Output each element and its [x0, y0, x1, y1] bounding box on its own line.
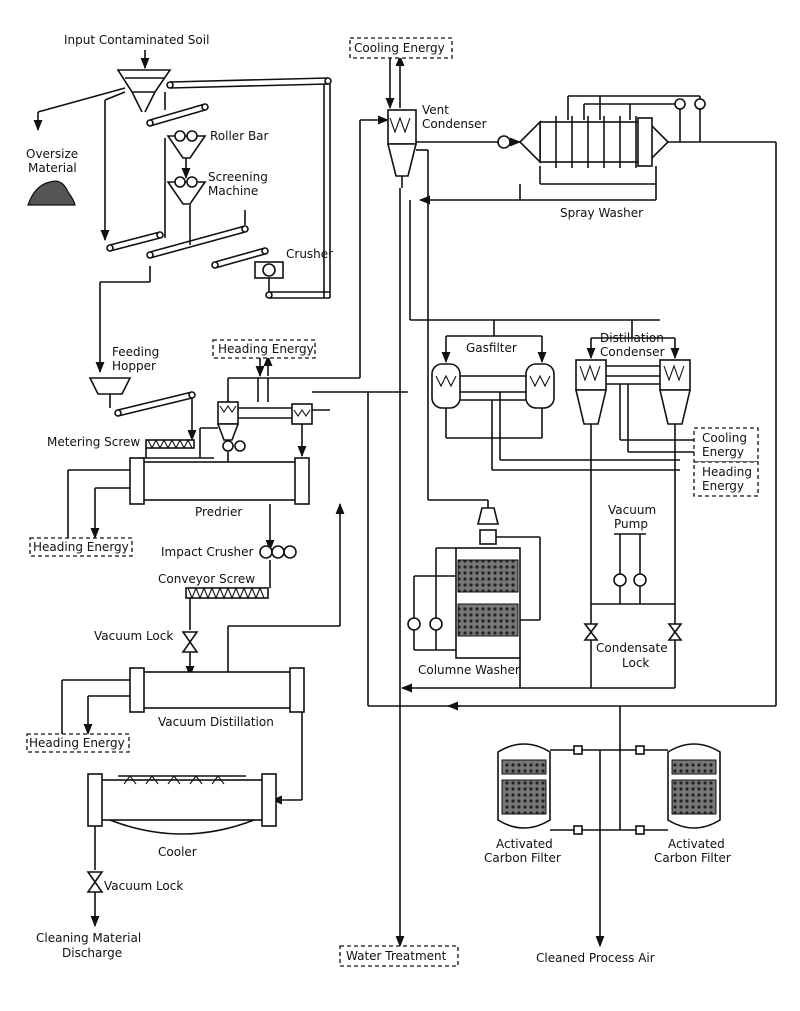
heading-energy-right-box — [693, 461, 759, 497]
water-treatment-box — [339, 945, 459, 967]
predrier-heating-lines — [67, 469, 130, 540]
label-cooling-energy-r1: Cooling — [702, 431, 747, 445]
gasfilter-piping — [441, 335, 680, 471]
conveyor-to-roller — [146, 92, 209, 127]
label-vent: Vent — [422, 103, 449, 117]
label-dist-condenser: Condenser — [600, 345, 665, 359]
label-crusher: Crusher — [286, 247, 333, 261]
predrier-condenser — [291, 403, 313, 425]
vacuum-pump — [591, 533, 675, 605]
label-carbon-filter-left: Carbon Filter — [484, 851, 561, 865]
label-predrier: Predrier — [195, 505, 242, 519]
vent-cooling-lines — [385, 54, 405, 110]
vd-vapour-line — [227, 502, 345, 672]
vd-to-cooler — [270, 712, 303, 805]
heading-energy-top-box — [212, 339, 316, 359]
label-distillation: Distillation — [600, 331, 664, 345]
cooling-energy-right-box — [693, 427, 759, 463]
label-activated-right: Activated — [668, 837, 725, 851]
carbon-filter-piping — [550, 745, 668, 835]
dist-condenser-left — [574, 359, 608, 425]
dist-condenser-piping — [586, 337, 694, 630]
air-main-line — [367, 392, 776, 948]
label-machine: Machine — [208, 184, 258, 198]
vent-condenser — [386, 109, 418, 188]
predrier-piping — [199, 115, 408, 458]
oversize-pile — [27, 180, 76, 206]
feeding-hopper — [88, 377, 132, 408]
label-spray-washer: Spray Washer — [560, 206, 643, 220]
label-heading-energy-vd: Heading Energy — [29, 736, 125, 750]
label-roller-bar: Roller Bar — [210, 129, 269, 143]
spray-washer-piping — [418, 95, 777, 706]
soil-to-hopper-line — [95, 266, 151, 374]
predrier-vessel — [129, 457, 310, 505]
impact-crusher — [259, 504, 297, 588]
gasfilter-left — [431, 363, 461, 409]
dist-condenser-right — [658, 359, 692, 425]
label-oversize: Oversize — [26, 147, 78, 161]
predrier-heating-top — [255, 354, 273, 378]
label-carbon-filter-right: Carbon Filter — [654, 851, 731, 865]
label-cleaned-air: Cleaned Process Air — [536, 951, 655, 965]
columne-washer — [455, 507, 541, 659]
vd-heating-lines — [61, 679, 130, 736]
label-conveyor-screw: Conveyor Screw — [158, 572, 255, 586]
label-material: Material — [28, 161, 77, 175]
gasfilter-right — [525, 363, 555, 409]
roller-bar — [164, 130, 207, 238]
label-condenser: Condenser — [422, 117, 487, 131]
heading-energy-vd-box — [26, 733, 130, 753]
label-vacuum-distillation: Vacuum Distillation — [158, 715, 274, 729]
label-water-treatment: Water Treatment — [346, 949, 447, 963]
label-pump: Pump — [614, 517, 648, 531]
label-discharge: Discharge — [62, 946, 122, 960]
label-condensate: Condensate — [596, 641, 668, 655]
condensate-lock — [400, 623, 683, 693]
label-hopper: Hopper — [112, 359, 156, 373]
label-feeding: Feeding — [112, 345, 159, 359]
label-heading-energy-r1: Heading — [702, 465, 752, 479]
cooling-energy-top-box — [349, 37, 453, 59]
feed-hopper-input — [116, 69, 172, 113]
label-vacuum-lock-2: Vacuum Lock — [104, 879, 183, 893]
crusher — [254, 261, 330, 299]
carbon-filter-left — [497, 743, 551, 829]
cooler-vessel — [87, 773, 277, 835]
label-metering-screw: Metering Screw — [47, 435, 140, 449]
label-heading-energy-predrier: Heading Energy — [33, 540, 129, 554]
label-vacuum-lock-1: Vacuum Lock — [94, 629, 173, 643]
feed-conveyor — [114, 391, 197, 442]
label-gasfilter: Gasfilter — [466, 341, 517, 355]
carbon-filter-right — [667, 743, 721, 829]
oversize-chute — [33, 87, 126, 242]
label-lock: Lock — [622, 656, 649, 670]
conveyor-screw — [185, 586, 269, 630]
label-heading-energy-r2: Energy — [702, 479, 744, 493]
cooler-discharge — [86, 826, 104, 928]
label-cleaning-material: Cleaning Material — [36, 931, 141, 945]
label-input-soil: Input Contaminated Soil — [64, 33, 209, 47]
label-impact-crusher: Impact Crusher — [161, 545, 253, 559]
label-cooler: Cooler — [158, 845, 197, 859]
predrier-cyclone — [216, 401, 246, 462]
heading-energy-predrier-box — [29, 537, 133, 557]
label-columne-washer: Columne Washer — [418, 663, 520, 677]
label-activated-left: Activated — [496, 837, 553, 851]
label-cooling-energy-top: Cooling Energy — [354, 41, 445, 55]
vacuum-lock-1 — [181, 631, 199, 678]
vacuum-distillation-vessel — [129, 667, 305, 713]
main-gas-line — [409, 200, 660, 338]
top-conveyor — [166, 77, 332, 298]
label-screening: Screening — [208, 170, 268, 184]
screening-machine — [166, 158, 207, 205]
label-cooling-energy-r2: Energy — [702, 445, 744, 459]
label-vacuum: Vacuum — [608, 503, 656, 517]
spray-washer — [518, 116, 670, 168]
lower-conveyors — [106, 205, 269, 269]
label-heading-energy-top: Heading Energy — [218, 342, 314, 356]
columne-washer-pumps — [407, 547, 521, 688]
metering-screw — [140, 438, 214, 459]
